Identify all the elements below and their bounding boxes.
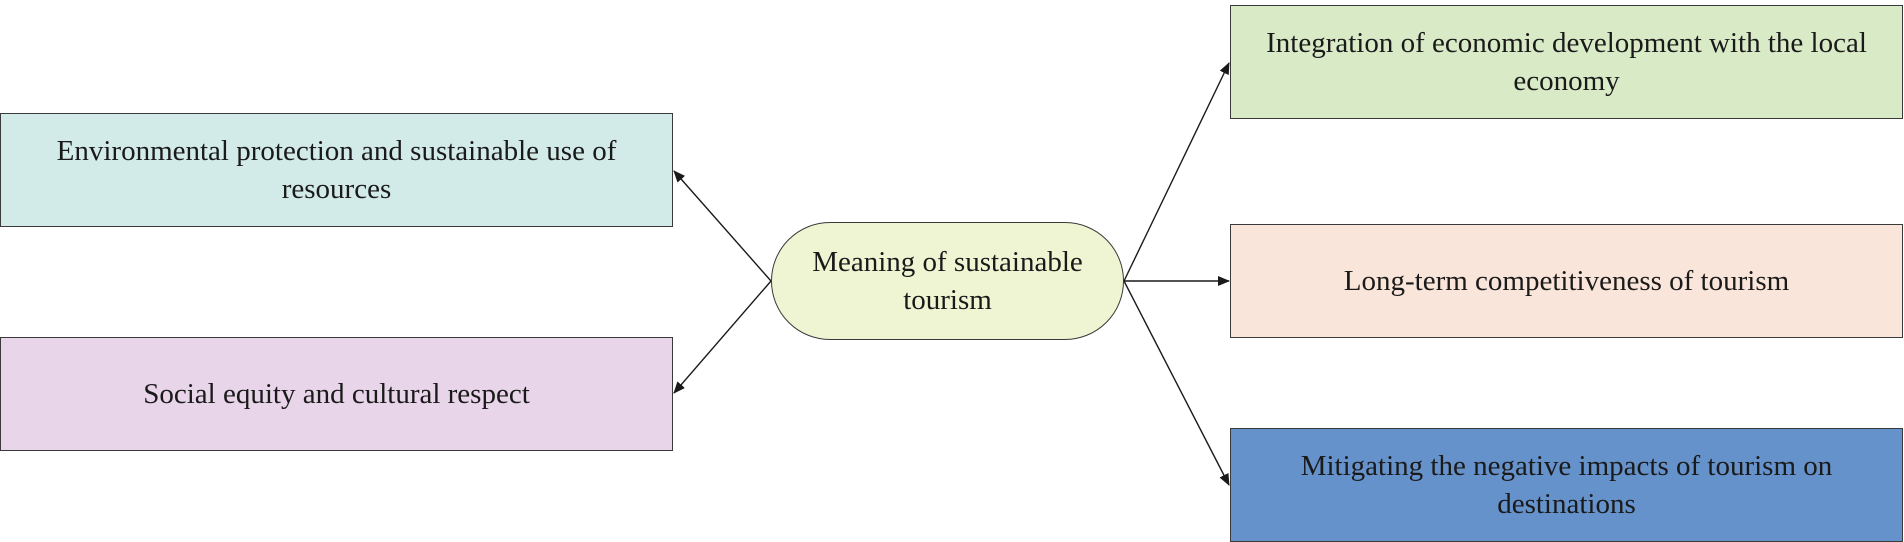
node-economic-integration: Integration of economic development with… (1230, 5, 1903, 119)
arrow-to-environmental (673, 170, 772, 282)
node-long-term-competitiveness-label: Long-term competitiveness of tourism (1343, 265, 1790, 297)
arrow-to-mitigating (1123, 280, 1230, 486)
node-social-equity: Social equity and cultural respect (0, 337, 673, 451)
node-mitigating-impacts: Mitigating the negative impacts of touri… (1230, 428, 1903, 542)
center-node-label: Meaning of sustainable tourism (812, 246, 1083, 316)
node-economic-integration-label: Integration of economic development with… (1266, 27, 1867, 97)
arrow-to-social (673, 280, 772, 394)
arrow-to-economic (1123, 62, 1230, 282)
center-node-meaning: Meaning of sustainable tourism (771, 222, 1124, 340)
node-environmental-protection: Environmental protection and sustainable… (0, 113, 673, 227)
node-long-term-competitiveness: Long-term competitiveness of tourism (1230, 224, 1903, 338)
node-mitigating-impacts-label: Mitigating the negative impacts of touri… (1300, 450, 1833, 520)
node-social-equity-label: Social equity and cultural respect (143, 378, 530, 410)
node-environmental-protection-label: Environmental protection and sustainable… (56, 135, 617, 205)
